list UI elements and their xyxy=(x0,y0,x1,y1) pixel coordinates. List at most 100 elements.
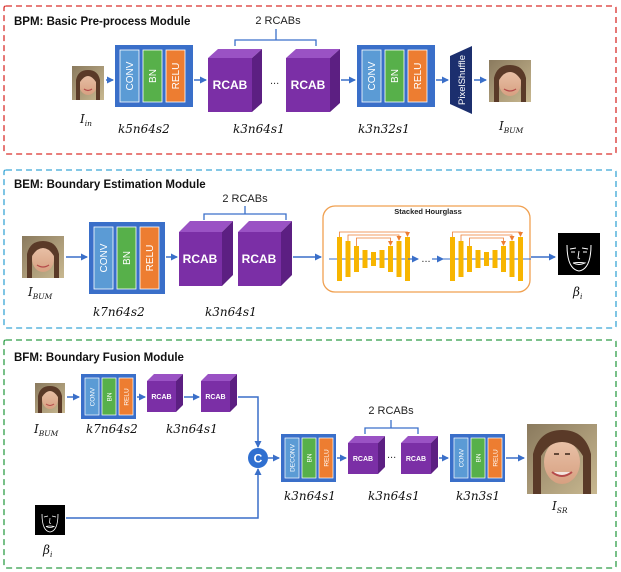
bfm-output-face-image xyxy=(527,424,597,494)
svg-text:PixelShuffle: PixelShuffle xyxy=(457,55,468,105)
bpm-unit2-param: k3n32s1 xyxy=(358,122,410,136)
svg-text:RELU: RELU xyxy=(493,449,500,467)
svg-text:BN: BN xyxy=(390,69,401,83)
bpm-input-face-image xyxy=(72,66,104,100)
svg-text:CONV: CONV xyxy=(99,243,110,272)
svg-text:RELU: RELU xyxy=(413,63,424,90)
bem-hourglass-2 xyxy=(442,231,531,281)
hourglass-skip-connection xyxy=(469,237,506,246)
svg-text:BN: BN xyxy=(122,251,133,265)
svg-text:BN: BN xyxy=(107,392,114,401)
bfm-rcab-c: RCAB xyxy=(348,436,385,474)
hourglass-bar xyxy=(501,246,506,272)
hourglass-bar xyxy=(518,237,523,281)
hourglass-bar xyxy=(405,237,410,281)
bfm-group-label: 2 RCABs xyxy=(368,405,414,417)
bem-rcab-group-bracket xyxy=(203,213,287,220)
bpm-ellipsis: ... xyxy=(270,75,279,87)
svg-text:RCAB: RCAB xyxy=(151,394,171,401)
svg-text:BN: BN xyxy=(307,453,314,462)
bfm-deconv-2 xyxy=(284,437,300,479)
bfm-conv-1 xyxy=(84,377,100,416)
bem-unit-param: k7n64s2 xyxy=(93,305,145,319)
hourglass-skip-connection xyxy=(347,234,402,241)
bfm-relu-3 xyxy=(487,437,503,479)
bfm-rcab-param-2: k3n64s1 xyxy=(368,489,420,503)
svg-text:DECONV: DECONV xyxy=(290,443,297,471)
bem-rcab-param: k3n64s1 xyxy=(205,305,257,319)
svg-text:CONV: CONV xyxy=(459,448,466,467)
bfm-input-label: IBUM xyxy=(33,422,59,438)
svg-text:BN: BN xyxy=(476,453,483,462)
bfm-relu-1 xyxy=(118,377,134,416)
hourglass-bar xyxy=(354,246,359,272)
svg-text:RELU: RELU xyxy=(171,63,182,90)
hourglass-bar xyxy=(396,241,402,277)
bfm-bn-3 xyxy=(470,437,486,479)
hourglass-bar xyxy=(345,241,351,277)
bem-conv xyxy=(93,226,114,290)
bpm-pixel-shuffle: PixelShuffle xyxy=(450,46,472,114)
bpm-input-label: Iin xyxy=(79,112,92,128)
bpm-unit1-param: k5n64s2 xyxy=(118,122,170,136)
bfm-rcab-group-bracket xyxy=(364,427,419,434)
svg-text:CONV: CONV xyxy=(125,61,136,90)
svg-text:CONV: CONV xyxy=(367,61,378,90)
bpm-bn-2 xyxy=(384,49,405,103)
bem-hourglass-ellipsis: ... xyxy=(421,253,430,265)
bem-rcab-2: RCAB xyxy=(238,221,292,286)
bfm-input-face-image xyxy=(35,383,65,413)
bem-title: BEM: Boundary Estimation Module xyxy=(14,179,206,191)
hourglass-bar xyxy=(450,237,455,281)
hourglass-skip-connection xyxy=(460,234,515,241)
svg-text:RELU: RELU xyxy=(324,449,331,467)
bfm-output-label: ISR xyxy=(551,499,568,515)
bpm-relu-1 xyxy=(165,49,186,103)
bpm-group-label: 2 RCABs xyxy=(255,15,301,27)
bfm-bn-1 xyxy=(101,377,117,416)
hourglass-bar xyxy=(467,246,472,272)
bfm-title: BFM: Boundary Fusion Module xyxy=(14,352,184,364)
bfm-border xyxy=(3,339,617,569)
hourglass-bar xyxy=(475,250,481,268)
bfm-connector-bottom xyxy=(66,468,262,519)
svg-text:RCAB: RCAB xyxy=(406,456,426,463)
bpm-relu-2 xyxy=(407,49,428,103)
bfm-rcab-d: RCAB xyxy=(401,436,438,474)
hourglass-bar xyxy=(458,241,464,277)
bem-border xyxy=(3,169,617,329)
bfm-bn-2 xyxy=(301,437,317,479)
bem-boundary-map-image xyxy=(558,233,600,275)
bfm-rcab-b: RCAB xyxy=(201,374,237,412)
svg-text:RCAB: RCAB xyxy=(213,78,248,92)
bem-stacked-hourglass-box xyxy=(322,205,531,293)
bem-relu xyxy=(139,226,160,290)
bfm-boundary-map-image xyxy=(35,505,65,535)
svg-text:RCAB: RCAB xyxy=(353,456,373,463)
bpm-rcab-group-bracket xyxy=(234,39,317,46)
svg-text:RCAB: RCAB xyxy=(183,252,218,266)
svg-text:CONV: CONV xyxy=(90,387,97,406)
bfm-conv-3 xyxy=(453,437,469,479)
hourglass-bar xyxy=(362,250,368,268)
hourglass-bar xyxy=(337,237,342,281)
bpm-conv-bn-relu-unit-1: CONV BN RELU xyxy=(115,45,193,107)
svg-text:RCAB: RCAB xyxy=(205,394,225,401)
bpm-conv-2 xyxy=(361,49,382,103)
bem-conv-bn-relu-unit: CONV BN RELU xyxy=(89,222,165,294)
bem-hourglass-1 xyxy=(329,231,418,281)
bem-rcab-1: RCAB xyxy=(179,221,233,286)
bfm-conv-bn-relu-unit-3: CONV BN RELU xyxy=(450,434,505,482)
svg-text:RELU: RELU xyxy=(124,388,131,406)
svg-text:C: C xyxy=(254,452,263,466)
hourglass-skip-connection xyxy=(356,237,393,246)
bem-input-face-image xyxy=(22,236,64,278)
hourglass-bar xyxy=(371,252,376,266)
bpm-rcab-param: k3n64s1 xyxy=(233,122,285,136)
bem-group-label: 2 RCABs xyxy=(222,193,268,205)
hourglass-bar xyxy=(492,250,498,268)
bfm-concat-node: C xyxy=(248,448,268,468)
bfm-unit1-param: k7n64s2 xyxy=(86,422,138,436)
